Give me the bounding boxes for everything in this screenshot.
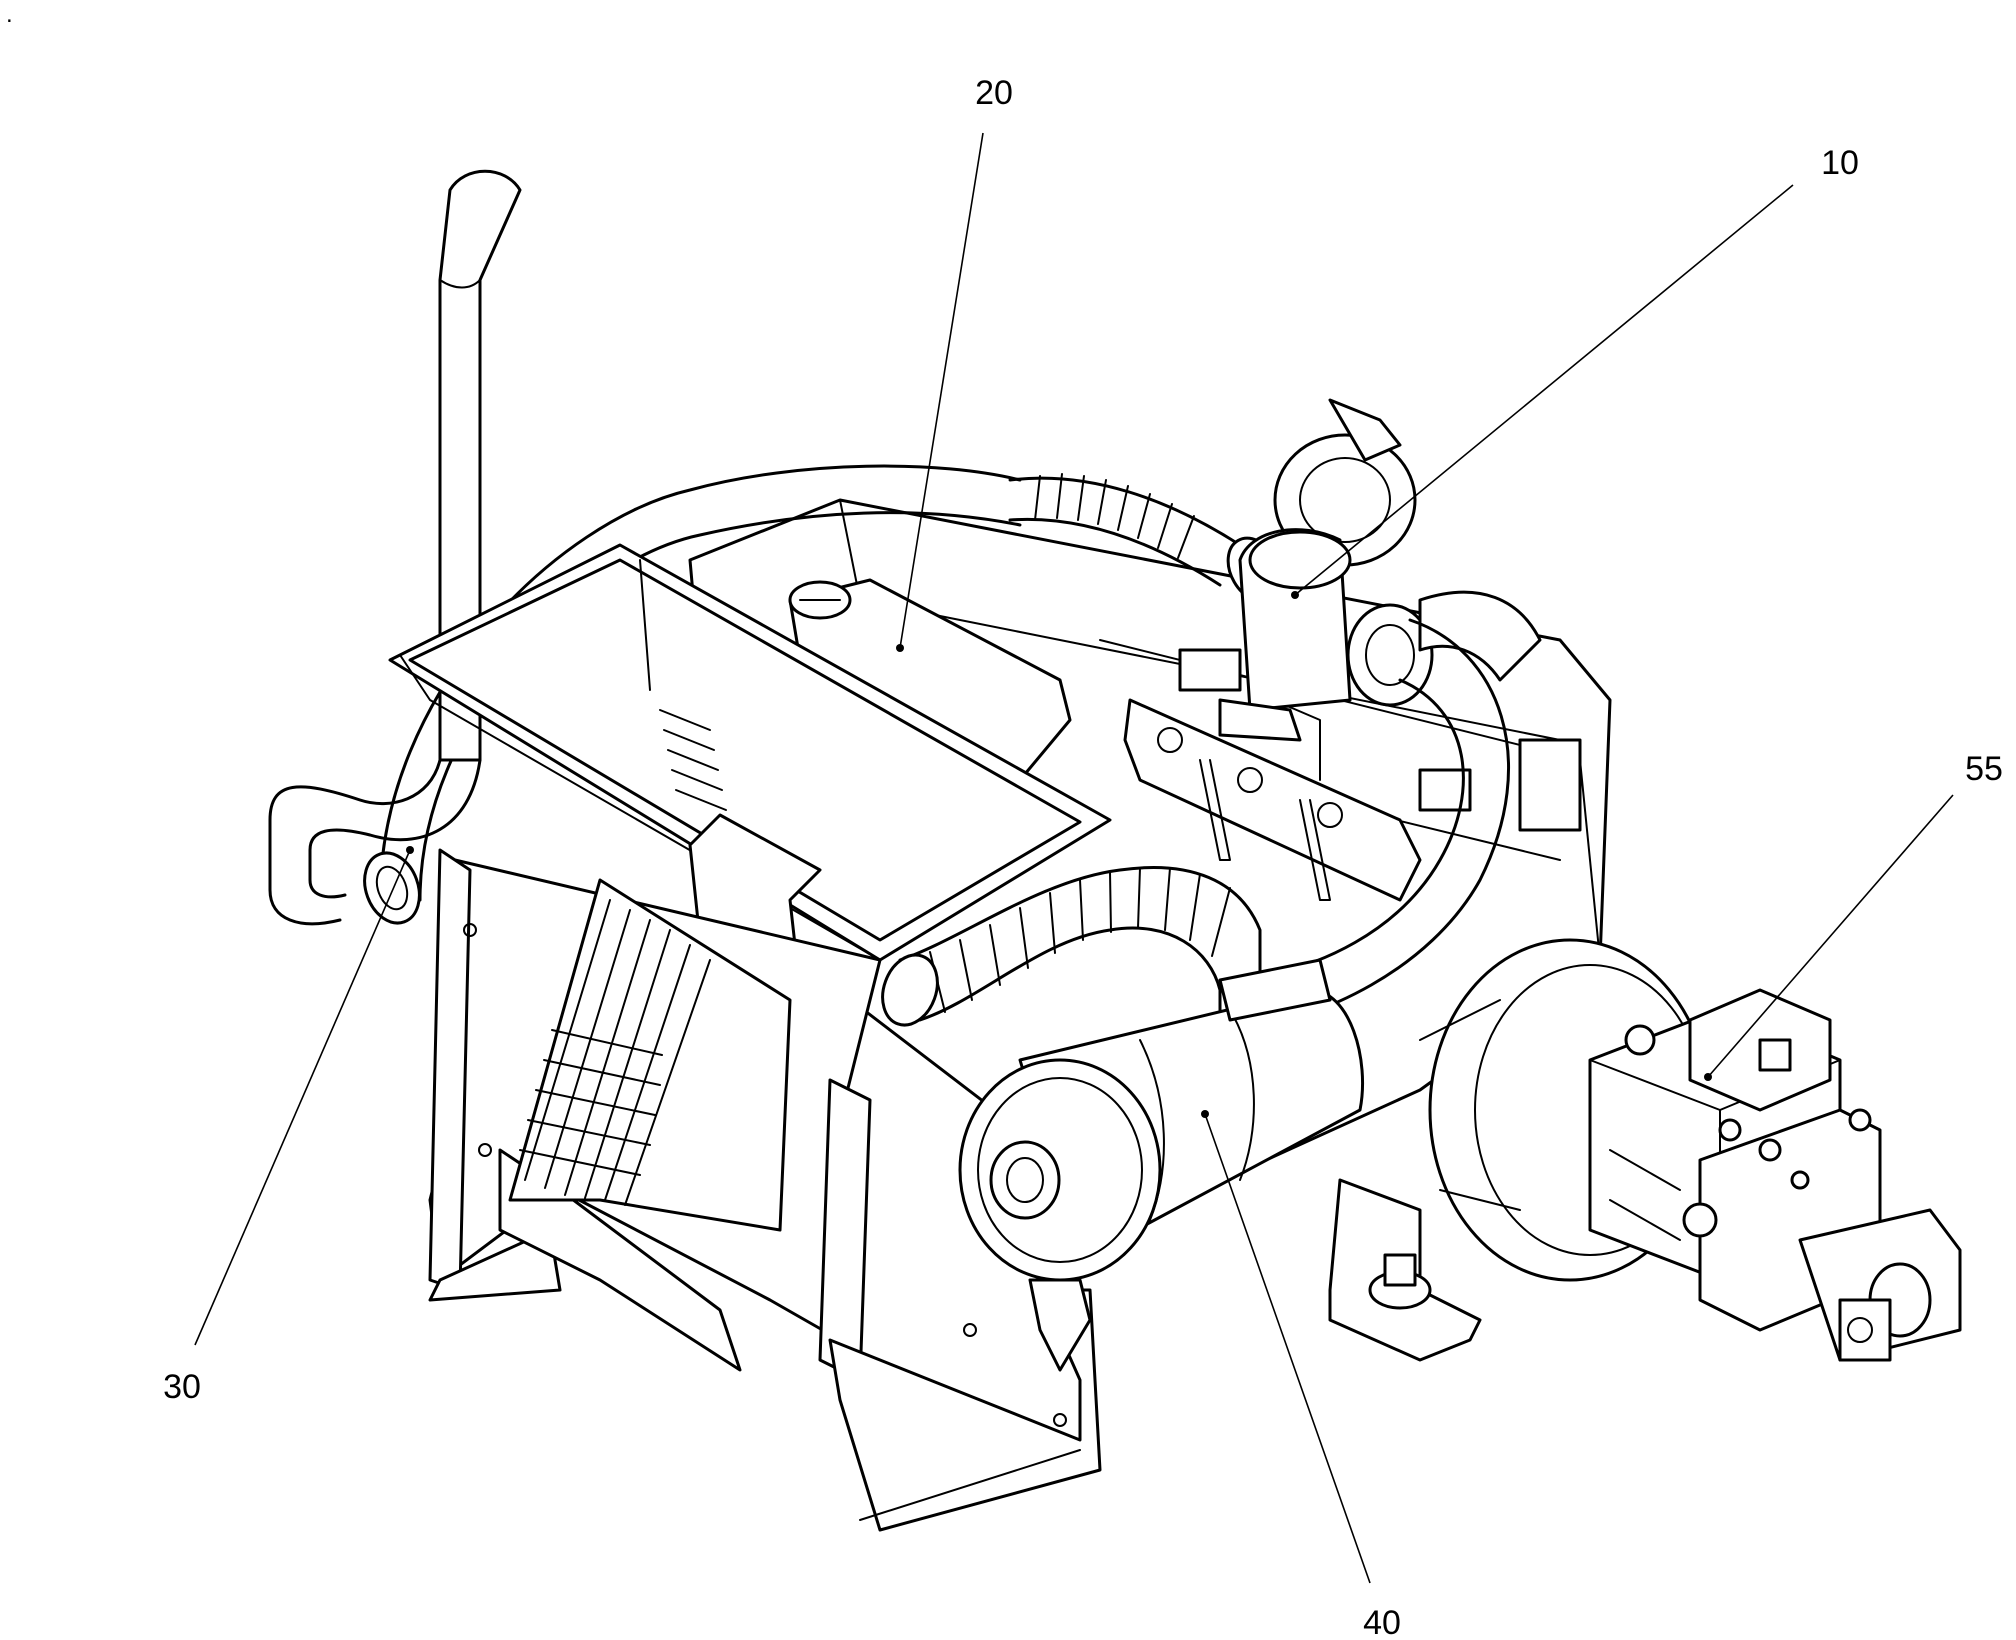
hydraulic-pump	[1588, 988, 1962, 1362]
callout-40: 40	[1363, 1604, 1401, 1640]
air-intake-hose-front	[881, 866, 1262, 1027]
leader-30	[194, 849, 411, 1346]
hose-clamp	[363, 851, 421, 925]
exhaust-manifold	[1123, 698, 1422, 902]
callout-labels: 20 10 55 30 40	[163, 74, 2003, 1640]
callout-30: 30	[163, 1368, 201, 1406]
leader-dots	[406, 591, 1712, 1118]
radiator-core	[508, 709, 792, 1232]
turbocharger-elbow	[1218, 398, 1542, 742]
leader-55	[1707, 794, 1954, 1078]
callout-55: 55	[1965, 750, 2003, 788]
exhaust-stack-pipe	[268, 169, 522, 926]
callout-20: 20	[975, 74, 1013, 112]
leader-10	[1294, 184, 1794, 596]
air-filter-canister	[958, 958, 1365, 1372]
corner-mark: .	[6, 1, 13, 28]
leader-20	[899, 132, 984, 649]
engine-mount-bracket	[1328, 1178, 1482, 1362]
leader-lines	[194, 132, 1954, 1584]
leader-40	[1204, 1113, 1371, 1584]
callout-10: 10	[1821, 144, 1859, 182]
